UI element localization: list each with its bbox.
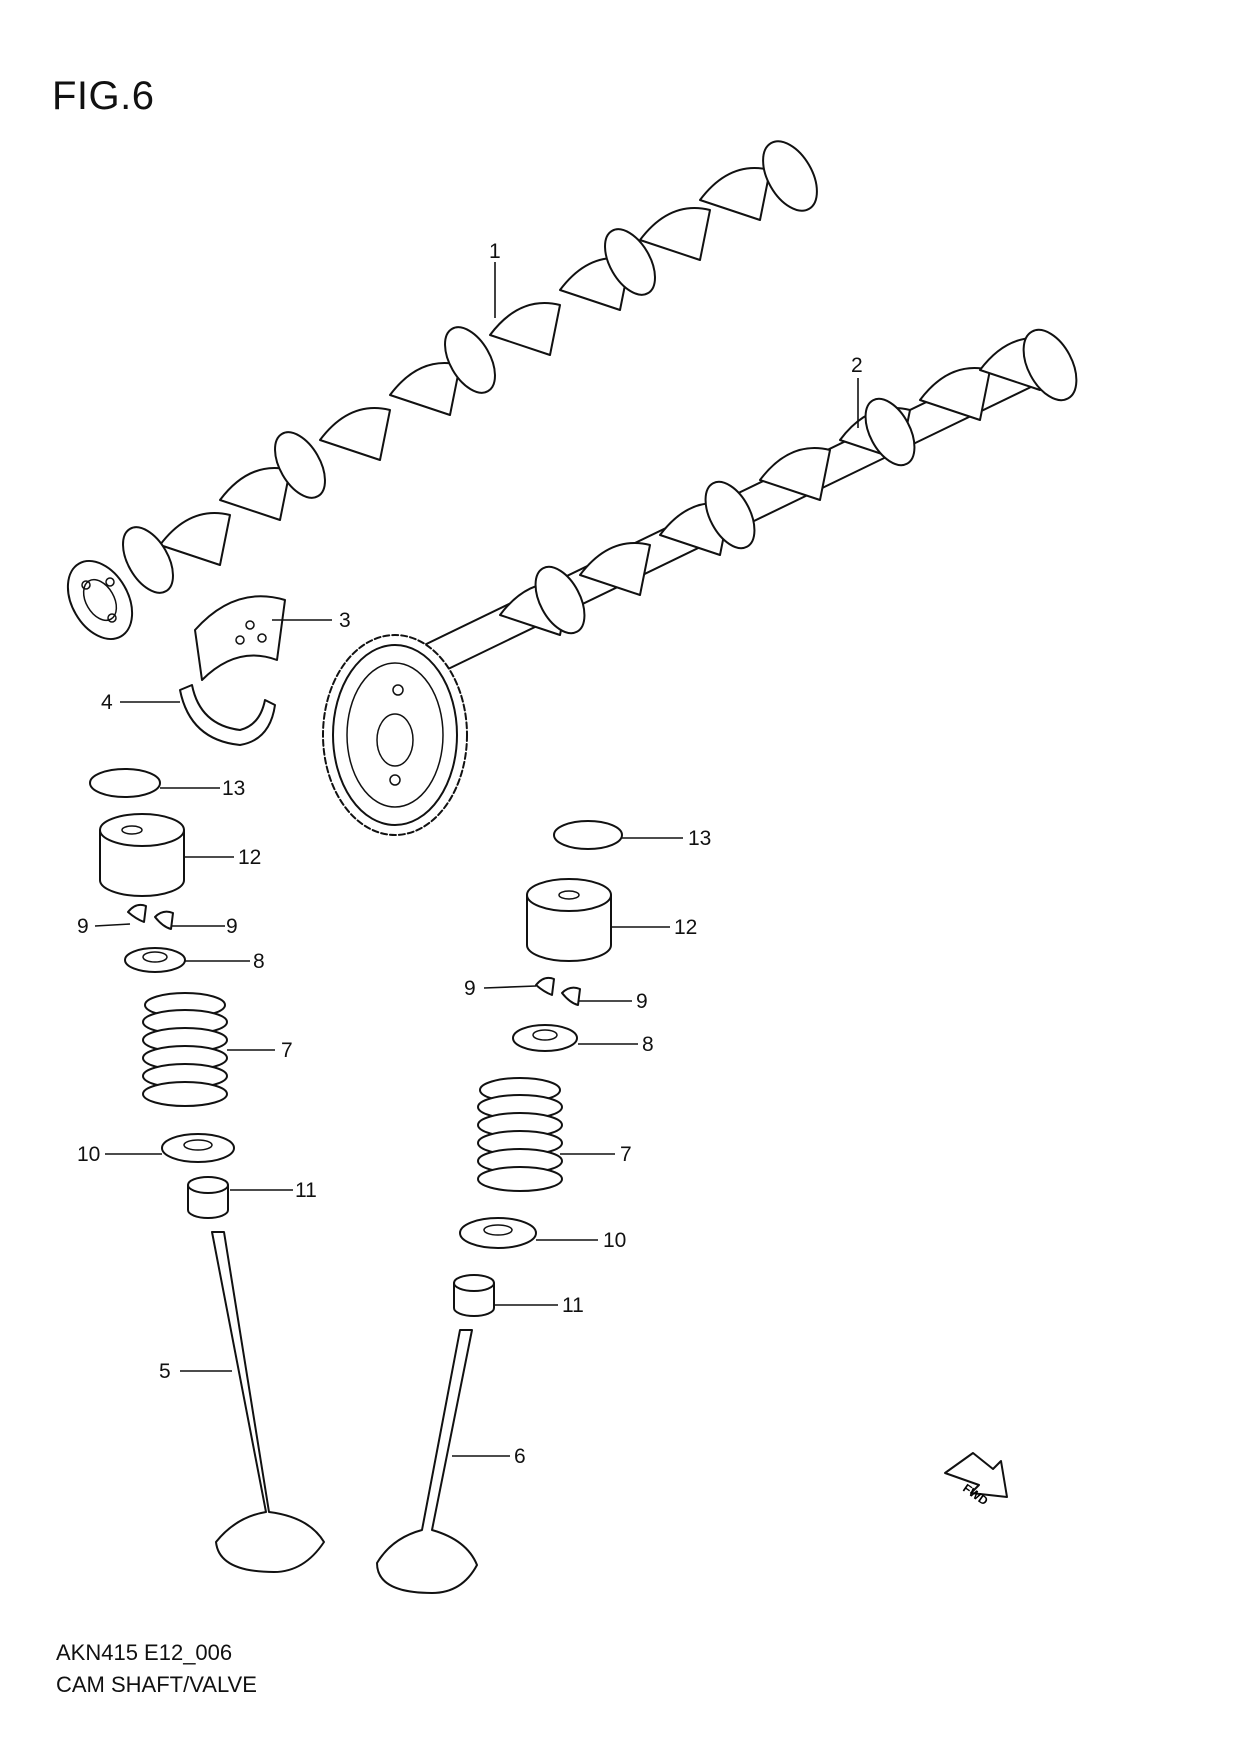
callout-8-right[interactable]: 8 [642,1033,654,1056]
callout-7-left[interactable]: 7 [281,1039,293,1062]
callout-13-left[interactable]: 13 [222,777,245,800]
tappet-12-left[interactable] [99,813,185,897]
spring-seat-10-right[interactable] [459,1217,537,1249]
callout-11-right[interactable]: 11 [562,1294,584,1317]
callout-4[interactable]: 4 [101,691,113,714]
camshaft-2[interactable] [322,321,1087,836]
callout-9-left-b[interactable]: 9 [226,915,238,938]
cotter-9-left[interactable] [127,903,174,930]
spring-7-right[interactable] [477,1077,563,1192]
callout-9-right-a[interactable]: 9 [464,977,476,1000]
retainer-8-left[interactable] [124,947,186,973]
camshaft-1[interactable] [55,132,828,650]
valve-6[interactable] [376,1329,478,1594]
stem-seal-11-right[interactable] [453,1274,495,1317]
callout-10-right[interactable]: 10 [603,1229,626,1252]
callout-1[interactable]: 1 [489,240,501,263]
callout-5[interactable]: 5 [159,1360,171,1383]
callout-13-right[interactable]: 13 [688,827,711,850]
callout-9-left-a[interactable]: 9 [77,915,89,938]
figure-title: FIG.6 [52,74,155,118]
leader-lines [94,262,859,1457]
callout-12-right[interactable]: 12 [674,916,697,939]
callout-6[interactable]: 6 [514,1445,526,1468]
callout-9-right-b[interactable]: 9 [636,990,648,1013]
spring-7-left[interactable] [142,992,228,1107]
callout-3[interactable]: 3 [339,609,351,632]
retainer-8-right[interactable] [512,1024,578,1052]
shim-13-right[interactable] [553,820,623,850]
valve-5[interactable] [211,1231,325,1573]
diagram-code: AKN415 E12_006 [56,1640,233,1665]
cotter-9-right[interactable] [535,976,581,1006]
callout-numbers: 1 2 3 4 13 12 9 9 8 7 10 11 5 13 12 9 9 … [77,240,863,1468]
tappet-12-right[interactable] [526,878,612,962]
diagram-name: CAM SHAFT/VALVE [56,1672,257,1697]
callout-8-left[interactable]: 8 [253,950,265,973]
stem-seal-11-left[interactable] [187,1176,229,1219]
callout-10-left[interactable]: 10 [77,1143,100,1166]
callout-12-left[interactable]: 12 [238,846,261,869]
spring-seat-10-left[interactable] [161,1133,235,1163]
shim-13-left[interactable] [89,768,161,798]
callout-7-right[interactable]: 7 [620,1143,632,1166]
bearing-lower-4[interactable] [179,684,276,746]
callout-11-left[interactable]: 11 [295,1179,317,1202]
forward-arrow-icon: FWD [944,1452,1008,1508]
callout-2[interactable]: 2 [851,354,863,377]
bearing-upper-3[interactable] [194,595,286,681]
